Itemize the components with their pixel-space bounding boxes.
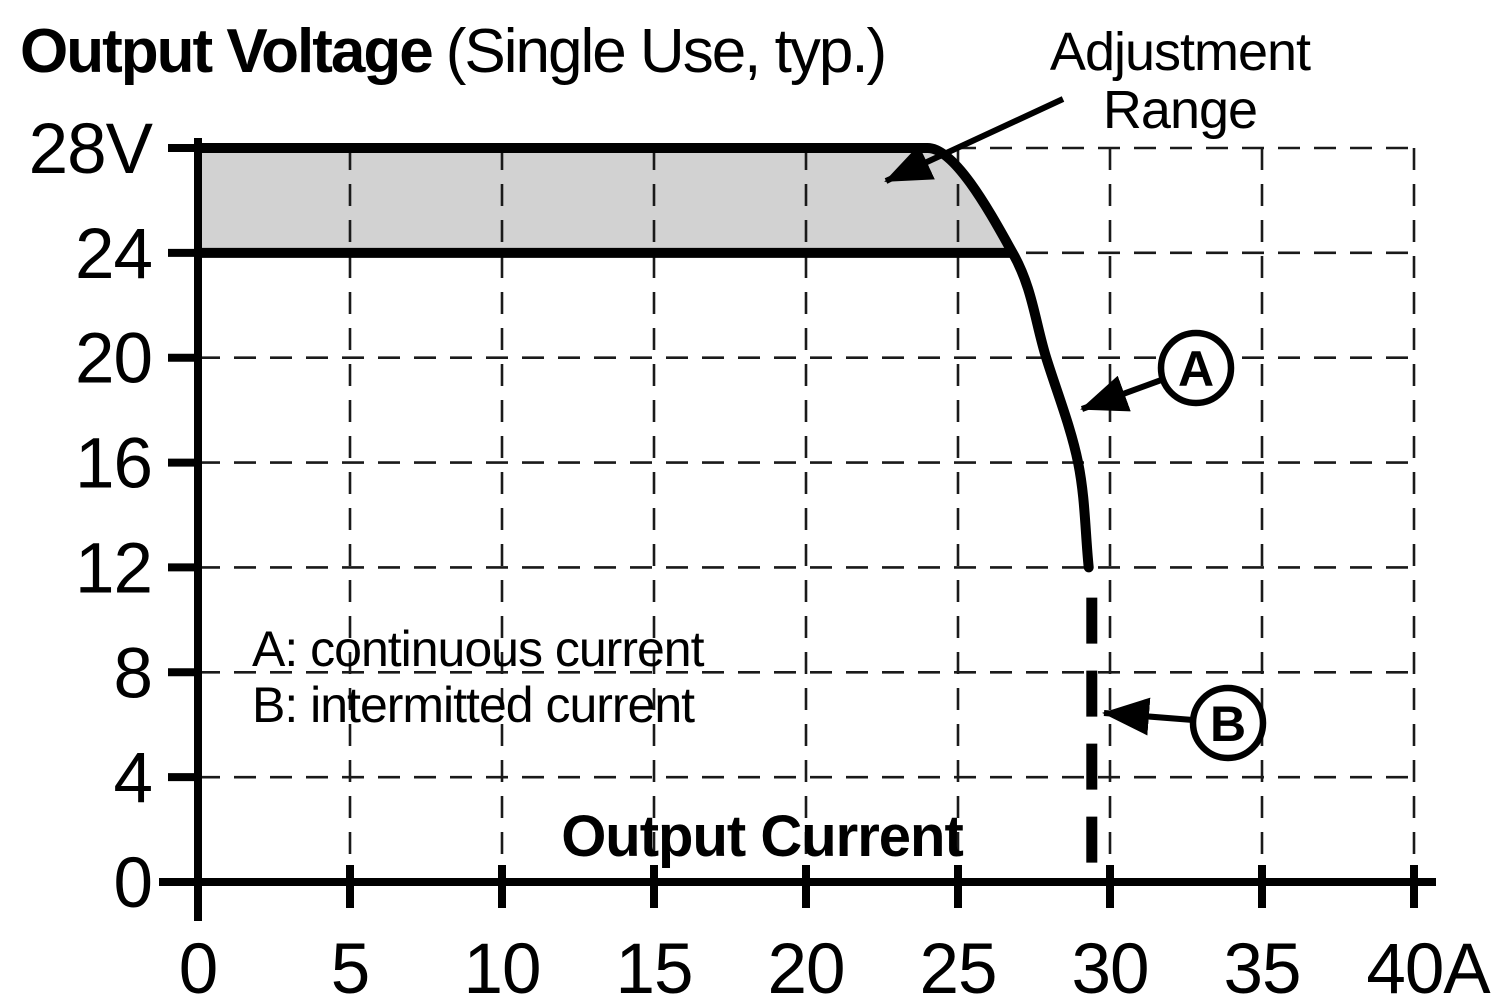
grid-lines <box>198 146 1416 882</box>
y-tick-label: 8 <box>114 634 153 713</box>
curve-a-continuous-current <box>193 143 1094 573</box>
y-tick-label: 12 <box>75 529 152 608</box>
chart-title-sub: (Single Use, typ.) <box>446 17 886 86</box>
marker-a-circle <box>1157 329 1235 407</box>
y-tick-label: 4 <box>114 739 153 818</box>
x-tick-label: 40A <box>1366 930 1491 1007</box>
marker-b-circle <box>1189 684 1267 762</box>
x-tick-label: 10 <box>464 930 541 1007</box>
marker-b-letter: B <box>1210 696 1246 752</box>
marker-a-arrow <box>1080 375 1166 412</box>
adjustment-range-label-line2: Range <box>1103 80 1257 140</box>
adjustment-range-arrow <box>884 96 1065 184</box>
y-tick-label: 0 <box>114 844 153 923</box>
adjustment-range-label-line1: Adjustment <box>1050 22 1311 82</box>
axis-ticks <box>168 144 1418 908</box>
y-tick-label: 24 <box>75 215 152 294</box>
x-tick-label: 25 <box>920 930 997 1007</box>
x-tick-label: 15 <box>616 930 693 1007</box>
legend-line-b: B: intermitted current <box>252 677 695 733</box>
axis-tick-labels: 0 5 10 15 20 25 30 35 40A 28V 24 20 16 12 8 4 0 <box>29 110 1493 1007</box>
legend-line-a: A: continuous current <box>252 621 705 677</box>
chart-title: Output Voltage(Single Use, typ.) <box>20 17 885 86</box>
chart-title-main: Output Voltage <box>20 17 432 86</box>
x-tick-label: 0 <box>179 930 218 1007</box>
series-lines <box>193 143 1098 882</box>
x-tick-label: 20 <box>768 930 845 1007</box>
x-tick-label: 30 <box>1072 930 1149 1007</box>
x-tick-label: 35 <box>1224 930 1301 1007</box>
marker-a-letter: A <box>1178 341 1214 397</box>
adjustment-range-band <box>198 148 1013 253</box>
x-axis-title: Output Current <box>561 804 963 869</box>
y-tick-label: 16 <box>75 425 152 504</box>
marker-b-arrow <box>1102 697 1194 736</box>
x-tick-label: 5 <box>331 930 370 1007</box>
y-tick-label: 28V <box>29 110 154 189</box>
y-tick-label: 20 <box>75 320 152 399</box>
